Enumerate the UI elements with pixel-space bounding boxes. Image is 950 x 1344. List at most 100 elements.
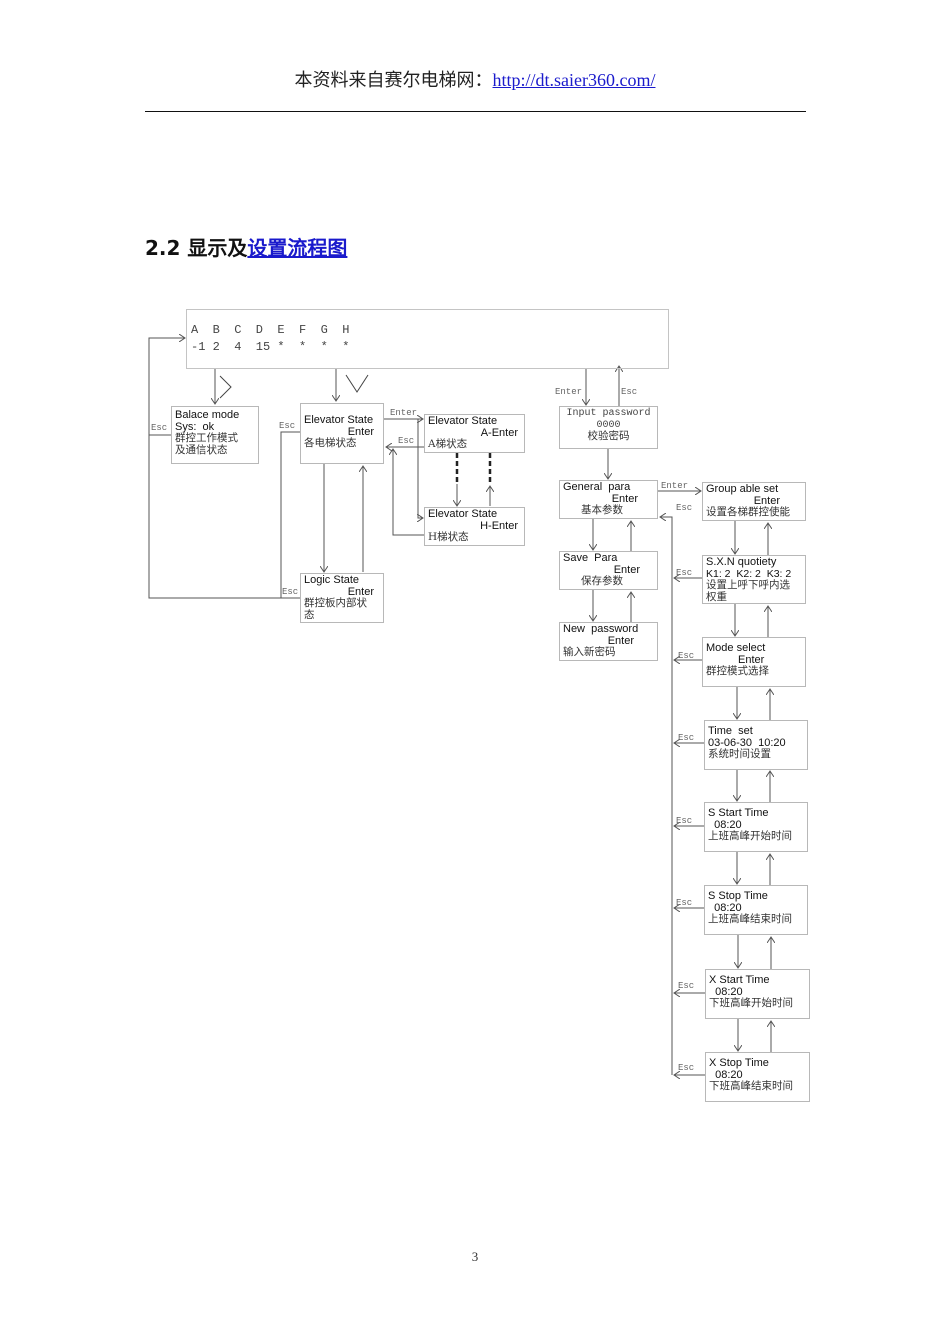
section-heading: 2.2 显示及设置流程图 <box>145 232 347 261</box>
esc-label: Esc <box>621 387 638 397</box>
box-desc: 基本参数 <box>581 504 623 516</box>
box-title: General para <box>563 481 631 493</box>
esc-label: Esc <box>678 651 695 661</box>
box-desc: A梯状态 <box>428 438 468 450</box>
box-value: 08:20 <box>709 1068 743 1081</box>
box-s-start-time: S Start Time 08:20 上班高峰开始时间 <box>704 802 808 852</box>
box-x-stop-time: X Stop Time 08:20 下班高峰结束时间 <box>705 1052 810 1102</box>
esc-label: Esc <box>398 436 415 446</box>
box-desc: 上班高峰结束时间 <box>708 913 792 925</box>
box-title: X Start Time <box>709 974 770 986</box>
box-desc: 群控模式选择 <box>706 665 769 677</box>
box-desc: 下班高峰开始时间 <box>709 997 793 1009</box>
box-value: 08:20 <box>708 901 742 914</box>
box-desc: 各电梯状态 <box>304 437 357 449</box>
box-title: Mode select <box>706 642 766 654</box>
box-title: Group able set <box>706 483 779 495</box>
box-save-para: Save Para Enter 保存参数 <box>559 551 658 590</box>
box-title: X Stop Time <box>709 1057 769 1069</box>
box-desc: 保存参数 <box>581 575 623 587</box>
box-s-stop-time: S Stop Time 08:20 上班高峰结束时间 <box>704 885 808 935</box>
box-action: Enter <box>607 634 634 647</box>
box-value: Sys: ok <box>175 420 215 433</box>
esc-label: Esc <box>676 898 693 908</box>
box-title: Input password <box>566 408 651 419</box>
page-number: 3 <box>471 1249 479 1264</box>
box-general-para: General para Enter 基本参数 <box>559 480 658 519</box>
section-number: 2.2 <box>145 236 188 260</box>
enter-label: Enter <box>661 481 689 491</box>
box-title: S.X.N quotiety <box>706 556 777 568</box>
box-title: S Start Time <box>708 807 769 819</box>
box-value: 08:20 <box>708 818 742 831</box>
box-action: Enter <box>611 492 638 505</box>
box-group-able-set: Group able set Enter 设置各梯群控使能 <box>702 482 806 521</box>
box-desc: 上班高峰开始时间 <box>708 830 792 842</box>
box-time-set: Time set 03-06-30 10:20 系统时间设置 <box>704 720 808 770</box>
lcd-row-labels: A B C D E F G H <box>191 323 350 337</box>
esc-label: Esc <box>676 816 693 826</box>
box-desc: 权重 <box>706 590 727 603</box>
enter-label: Enter <box>555 387 583 397</box>
esc-label: Esc <box>678 733 695 743</box>
box-desc: H梯状态 <box>428 531 469 543</box>
box-sxn-quotiety: S.X.N quotiety K1: 2 K2: 2 K3: 2 设置上呼下呼内… <box>702 555 806 604</box>
box-desc: 设置各梯群控使能 <box>706 506 790 518</box>
esc-label: Esc <box>151 423 168 433</box>
section-title-plain: 显示及 <box>187 236 248 260</box>
esc-label: Esc <box>678 981 695 991</box>
box-title: Save Para <box>563 552 618 564</box>
box-desc: 输入新密码 <box>563 646 616 658</box>
header-source-text: 本资料来自赛尔电梯网： <box>294 70 493 90</box>
box-title: Elevator State <box>428 508 498 520</box>
box-title: Elevator State <box>304 414 374 426</box>
box-action: Enter <box>738 653 765 666</box>
lcd-row-values: -1 2 4 15 * * * * <box>191 340 350 354</box>
box-title: Balace mode <box>175 409 240 421</box>
box-logic-state: Logic State Enter 群控板内部状 态 <box>300 573 384 623</box>
box-action: Enter <box>613 563 640 576</box>
box-action: A-Enter <box>480 426 518 439</box>
box-title: Elevator State <box>428 415 498 427</box>
box-title: Time set <box>708 725 753 737</box>
header-link[interactable]: http://dt.saier360.com/ <box>492 70 656 90</box>
box-value: K1: 2 K2: 2 K3: 2 <box>706 567 792 580</box>
box-action: H-Enter <box>480 519 518 532</box>
box-value: 0000 <box>596 419 621 431</box>
arrow-balance-esc-to-lcd <box>148 338 185 436</box>
box-desc: 下班高峰结束时间 <box>709 1080 793 1092</box>
box-desc: 系统时间设置 <box>708 748 771 760</box>
box-mode-select: Mode select Enter 群控模式选择 <box>702 637 806 687</box>
box-title: Logic State <box>304 574 360 586</box>
esc-label: Esc <box>676 568 693 578</box>
box-balance-mode: Balace mode Sys: ok 群控工作模式 及通信状态 <box>171 406 259 464</box>
box-value: 08:20 <box>709 985 743 998</box>
box-input-password: Input password 0000 校验密码 <box>559 406 658 449</box>
esc-label: Esc <box>676 503 693 513</box>
chevron-right-icon <box>219 375 232 399</box>
box-desc: 群控板内部状 <box>304 597 367 609</box>
chevron-down-icon <box>345 374 369 393</box>
box-desc: 及通信状态 <box>175 443 228 456</box>
box-action: Enter <box>753 494 780 507</box>
box-title: S Stop Time <box>708 890 768 902</box>
section-title-link[interactable]: 设置流程图 <box>247 236 348 260</box>
box-elevator-state: Elevator State Enter 各电梯状态 <box>300 403 384 464</box>
box-new-password: New password Enter 输入新密码 <box>559 622 658 661</box>
header-divider <box>145 111 806 112</box>
box-desc: 群控工作模式 <box>175 432 238 444</box>
box-desc: 态 <box>304 608 315 621</box>
box-desc: 校验密码 <box>587 430 630 442</box>
lcd-display: A B C D E F G H -1 2 4 15 * * * * <box>186 309 669 369</box>
box-elevator-h: Elevator State H-Enter H梯状态 <box>424 507 525 546</box>
box-desc: 设置上呼下呼内选 <box>706 579 790 591</box>
esc-label: Esc <box>282 587 299 597</box>
esc-label: Esc <box>279 421 296 431</box>
box-title: New password <box>563 623 639 635</box>
box-action: Enter <box>347 585 374 598</box>
esc-label: Esc <box>678 1063 695 1073</box>
box-x-start-time: X Start Time 08:20 下班高峰开始时间 <box>705 969 810 1019</box>
box-elevator-a: Elevator State A-Enter A梯状态 <box>424 414 525 453</box>
page-header: 本资料来自赛尔电梯网：http://dt.saier360.com/ <box>0 66 950 92</box>
